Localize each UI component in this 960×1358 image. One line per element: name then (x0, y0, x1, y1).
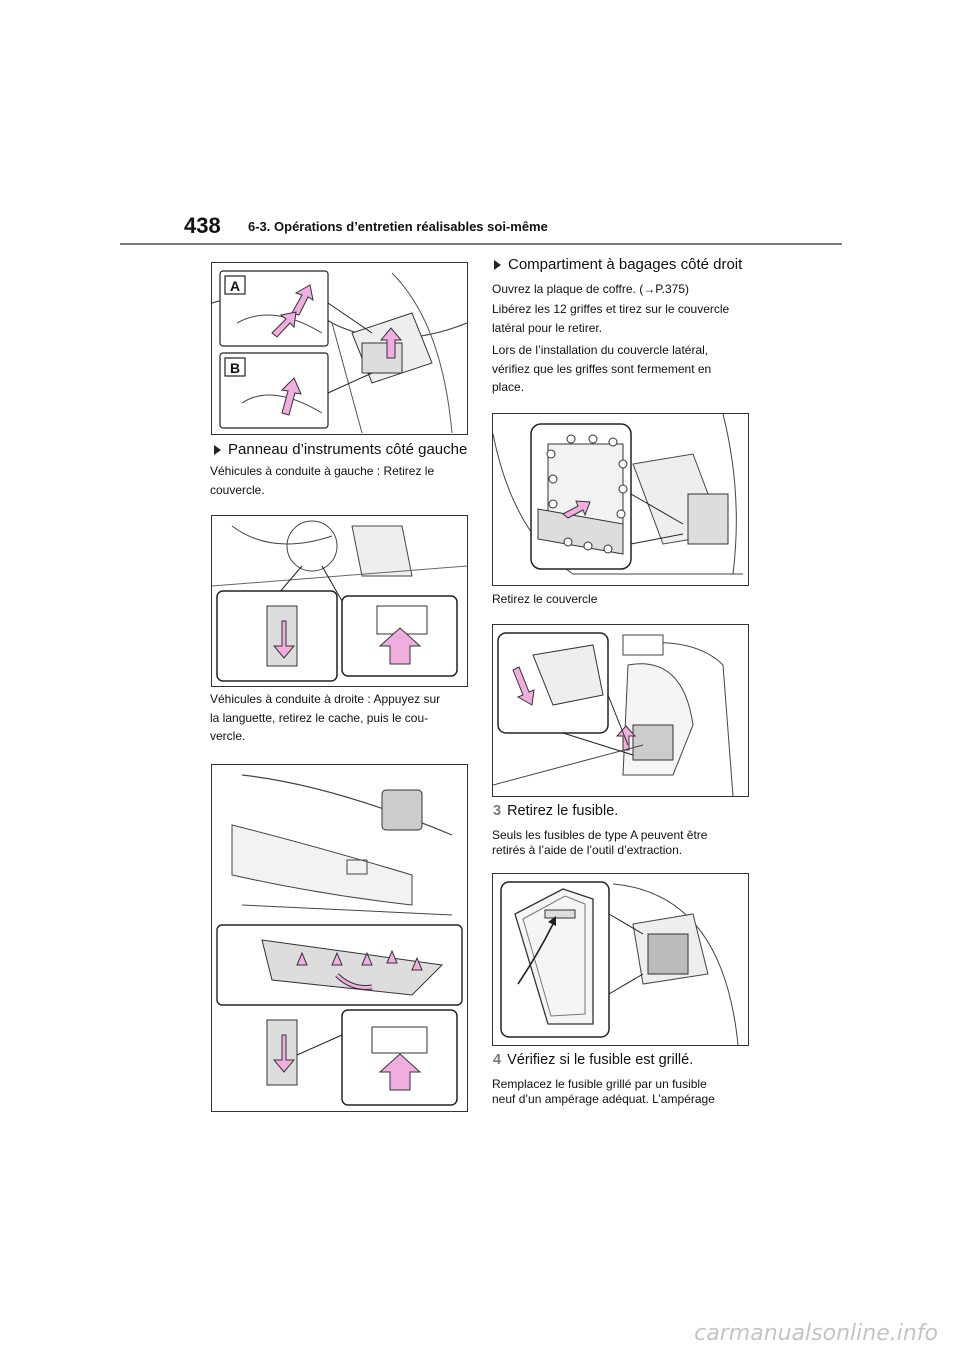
figure-fuse-removal-drawing (500, 881, 739, 1045)
step-4-description-line: neuf d’un ampérage adéquat. L’ampérage (492, 1092, 715, 1106)
paragraph-rhd-line: la languette, retirez le cache, puis le … (210, 710, 429, 725)
bullet-triangle-icon (494, 259, 501, 270)
step-4-title: Vérifiez si le fusible est grillé. (507, 1052, 694, 1068)
figure-dashboard-left-ab: A B (211, 262, 468, 435)
figure-fuse-removal (492, 873, 749, 1046)
figure-dashboard-rhd (211, 764, 468, 1112)
figure-dashboard-left-ab-drawing (212, 270, 467, 434)
paragraph-installation-line: place. (492, 380, 525, 394)
page-number: 438 (184, 213, 221, 238)
heading-compartiment: Compartiment à bagages côté droit (494, 256, 742, 273)
figure-trunk-cover-drawing (493, 414, 743, 575)
step-4-description: Remplacez le fusible grillé par un fusib… (492, 1077, 762, 1107)
step-3: 3 Retirez le fusible. (493, 803, 618, 819)
figure-fuse-box-open-drawing (493, 632, 734, 796)
header-rule (120, 243, 842, 245)
figure-fuse-box-open (492, 624, 749, 797)
step-3-description: Seuls les fusibles de type A peuvent êtr… (492, 828, 762, 858)
paragraph-griffes-line: latéral pour le retirer. (492, 320, 603, 335)
step-3-title: Retirez le fusible. (507, 803, 619, 819)
step-4-description-line: Remplacez le fusible grillé par un fusib… (492, 1077, 707, 1091)
paragraph-rhd: Véhicules à conduite à droite : Appuyez … (210, 690, 470, 746)
heading-panneau: Panneau d’instruments côté gauche (214, 441, 467, 458)
paragraph-griffes: Libérez les 12 griffes et tirez sur le c… (492, 300, 762, 337)
paragraph-lhd-line: Véhicules à conduite à gauche : Retirez … (210, 464, 435, 478)
step-3-number: 3 (493, 803, 502, 819)
paragraph-lhd-line: couvercle. (210, 482, 265, 497)
callout-b: B (230, 360, 241, 376)
heading-panneau-text: Panneau d’instruments côté gauche (228, 441, 468, 458)
step-4: 4 Vérifiez si le fusible est grillé. (493, 1052, 693, 1068)
callout-a: A (230, 278, 241, 294)
paragraph-lhd: Véhicules à conduite à gauche : Retirez … (210, 462, 470, 499)
paragraph-installation: Lors de l’installation du couvercle laté… (492, 341, 762, 397)
figure-dashboard-rhd-drawing (216, 774, 463, 1106)
bullet-triangle-icon (214, 444, 221, 455)
paragraph-rhd-line: vercle. (210, 729, 246, 743)
step-3-description-line: Seuls les fusibles de type A peuvent êtr… (492, 828, 708, 842)
figure-dashboard-lhd-drawing (212, 520, 467, 682)
paragraph-rhd-line: Véhicules à conduite à droite : Appuyez … (210, 692, 441, 706)
heading-compartiment-text: Compartiment à bagages côté droit (508, 256, 743, 273)
figure-trunk-cover (492, 413, 749, 586)
figure-dashboard-lhd (211, 515, 468, 687)
paragraph-installation-line: Lors de l’installation du couvercle laté… (492, 343, 709, 357)
step-3-description-line: retirés à l’aide de l’outil d’extraction… (492, 843, 683, 857)
section-title: 6-3. Opérations d’entretien réalisables … (248, 219, 548, 234)
paragraph-griffes-line: Libérez les 12 griffes et tirez sur le c… (492, 302, 730, 316)
caption-retirez-couvercle: Retirez le couvercle (492, 592, 598, 606)
watermark: carmanualsonline.info (694, 1321, 938, 1346)
step-4-number: 4 (493, 1052, 502, 1068)
paragraph-coffre: Ouvrez la plaque de coffre. (→P.375) (492, 282, 690, 296)
paragraph-installation-line: vérifiez que les griffes sont fermement … (492, 361, 712, 376)
